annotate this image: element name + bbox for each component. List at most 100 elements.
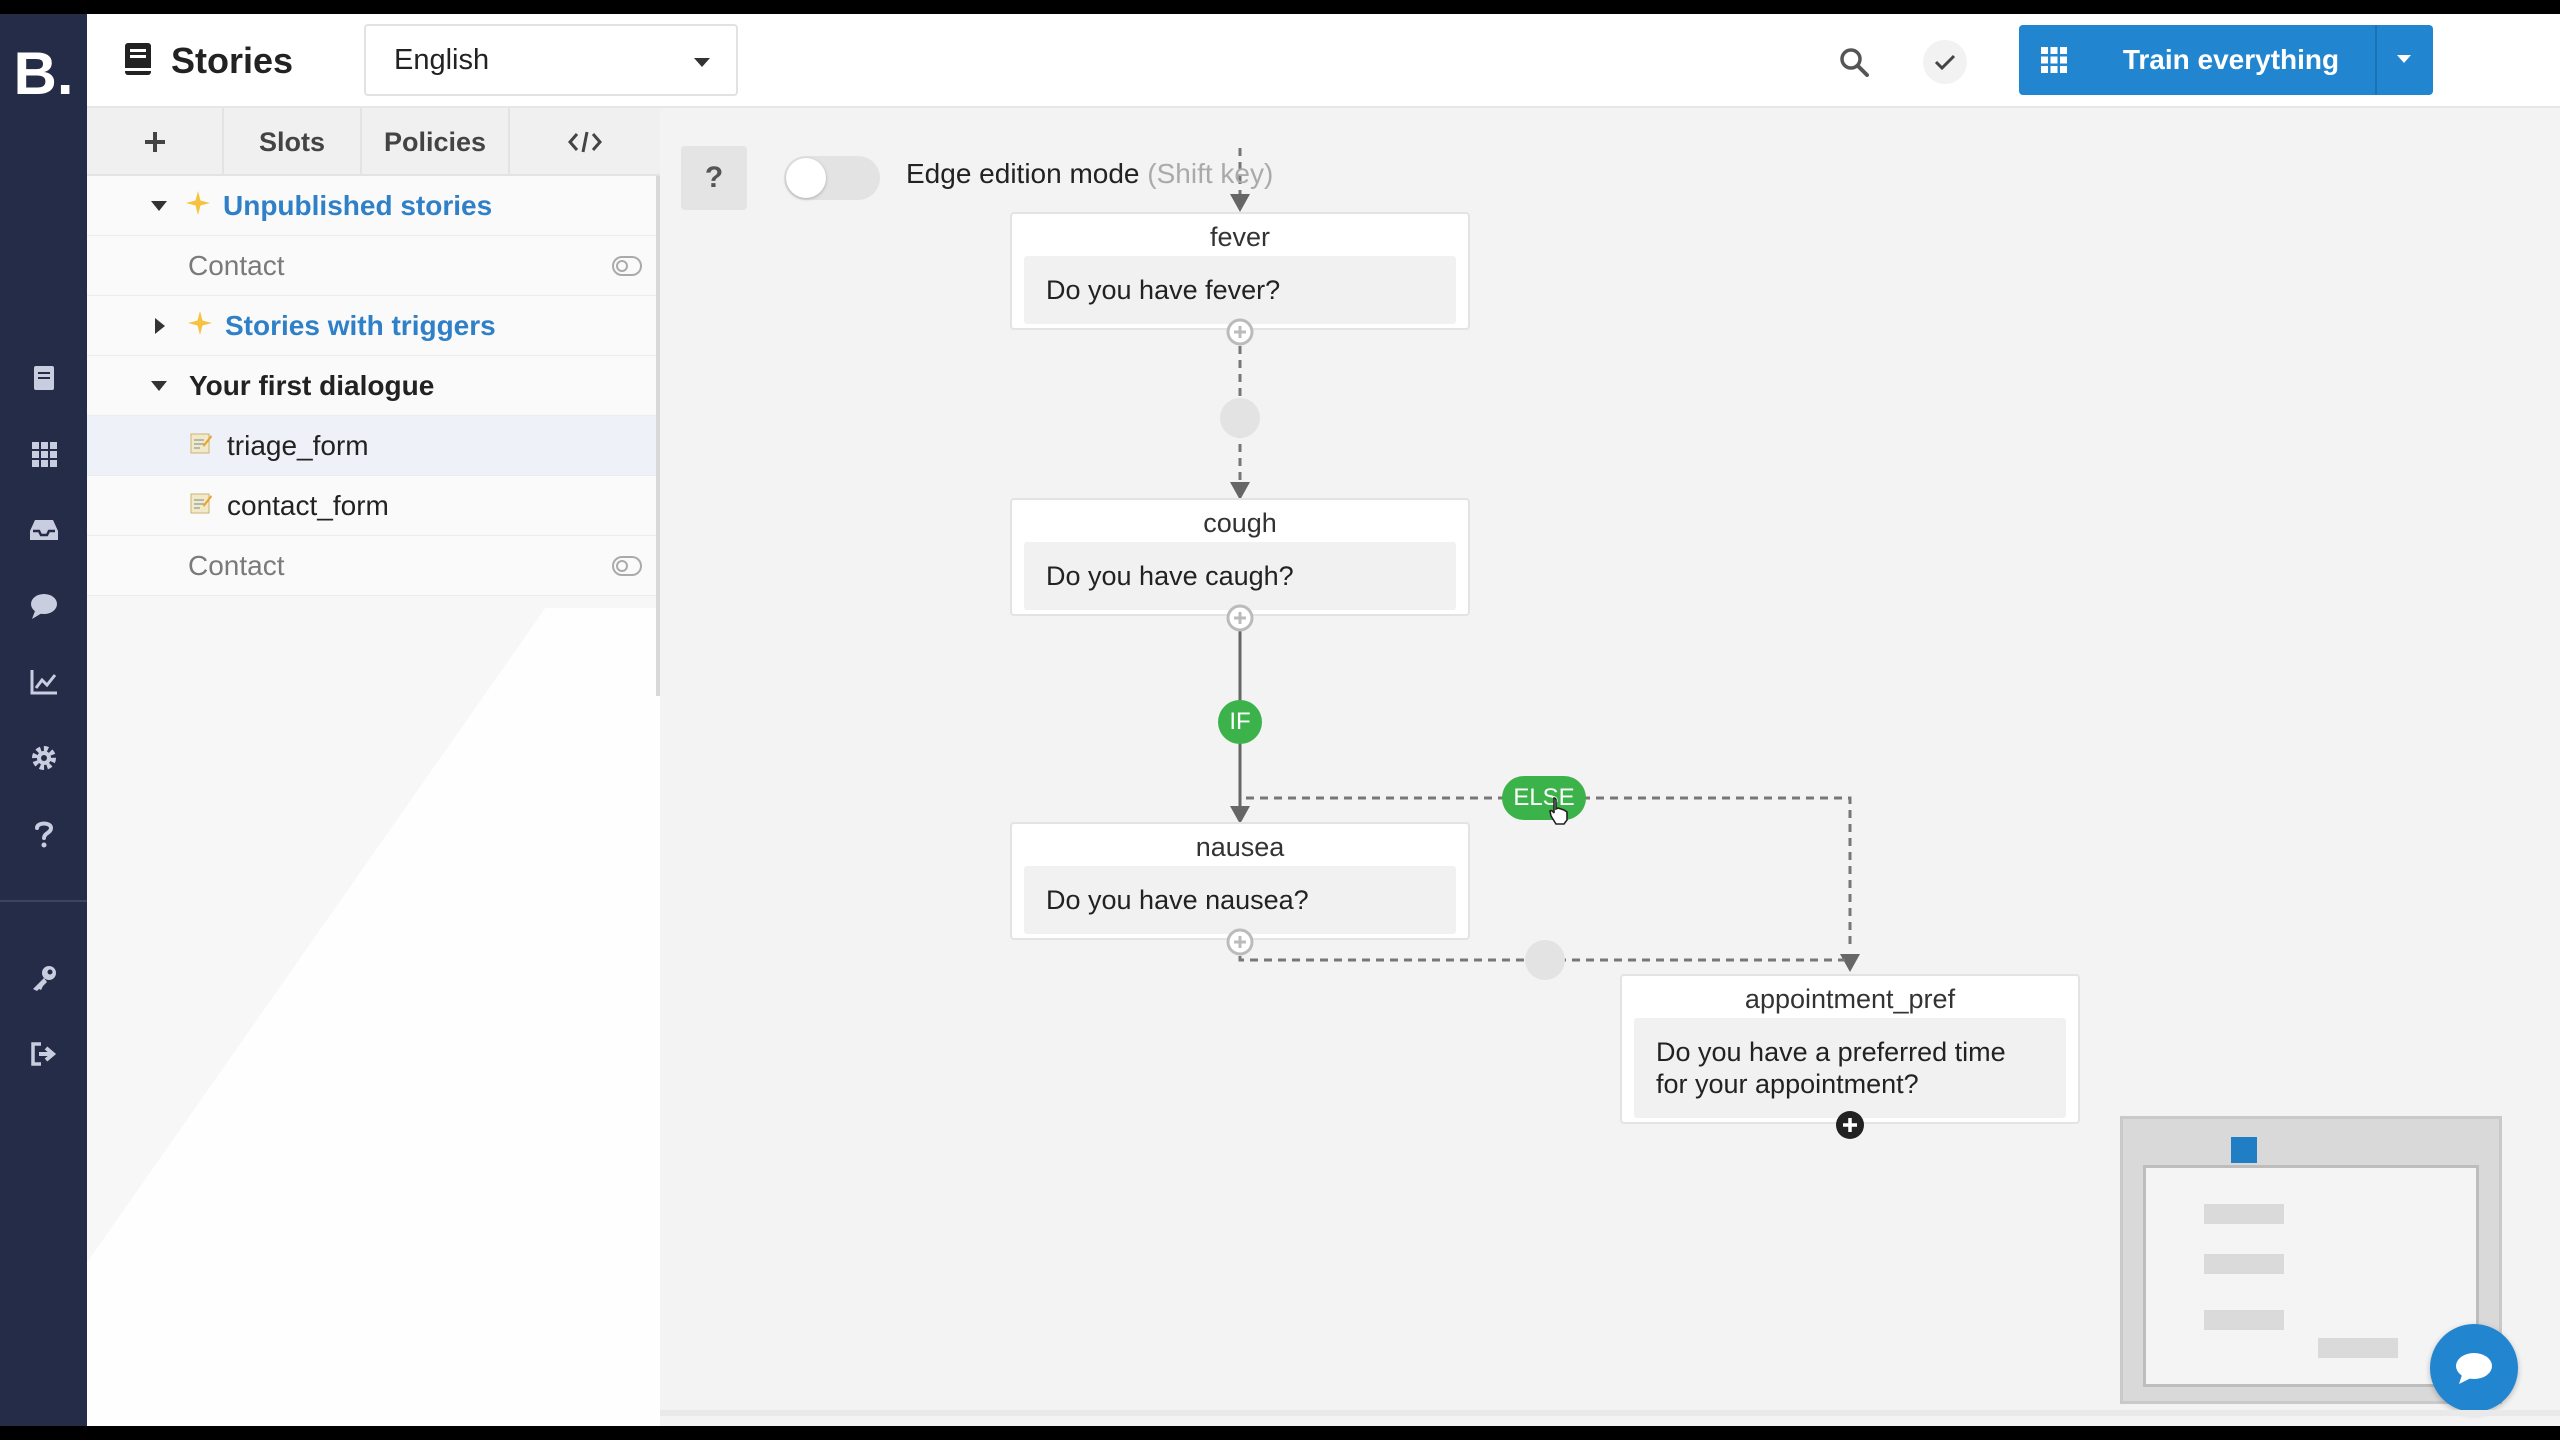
edge-else-appointment[interactable] — [1246, 796, 1852, 948]
node-nausea[interactable]: nausea Do you have nausea? — [1010, 822, 1470, 940]
node-title: nausea — [1195, 832, 1285, 862]
arrow-into-fever — [1230, 194, 1250, 212]
node-question[interactable]: Do you have nausea? — [1024, 866, 1456, 934]
sidebar-scrollbar[interactable] — [656, 176, 660, 696]
node-title: fever — [1209, 222, 1271, 252]
story-item-contact[interactable]: Contact — [87, 536, 660, 596]
minimap-node — [2204, 1204, 2284, 1224]
grid-icon[interactable] — [0, 428, 87, 480]
story-item-label: triage_form — [227, 429, 369, 461]
chat-icon[interactable] — [0, 580, 87, 632]
story-item-label: contact_form — [227, 489, 389, 521]
node-fever[interactable]: fever Do you have fever? — [1010, 212, 1470, 330]
language-select[interactable]: English — [364, 24, 738, 96]
edge-edition-text: Edge edition mode — [906, 158, 1140, 189]
check-icon — [1934, 54, 1956, 71]
minimap-node — [2204, 1254, 2284, 1274]
flow-canvas[interactable]: ? Edge edition mode (Shift key) fever Do… — [660, 108, 2560, 1426]
story-toggle-icon[interactable] — [612, 555, 642, 576]
train-label: Train everything — [2122, 44, 2340, 75]
validate-button[interactable] — [1923, 40, 1967, 84]
sparkle-icon — [185, 190, 211, 221]
story-item-contact-form[interactable]: contact_form — [87, 476, 660, 536]
botfront-logo[interactable]: B. — [13, 40, 74, 107]
story-group-label: Unpublished stories — [223, 189, 493, 221]
story-toggle-icon[interactable] — [612, 255, 642, 276]
top-bar: Stories English Train everything — [87, 14, 2560, 108]
add-node-icon[interactable] — [1226, 318, 1254, 346]
code-icon — [568, 131, 602, 153]
minimap-node — [2204, 1310, 2284, 1330]
train-everything-button[interactable]: Train everything — [2019, 25, 2433, 95]
add-node-icon[interactable] — [1226, 604, 1254, 632]
node-question[interactable]: Do you have fever? — [1024, 256, 1456, 324]
story-group-triggers[interactable]: Stories with triggers — [87, 296, 660, 356]
grid-icon — [2041, 47, 2067, 73]
chat-bubble-icon — [2456, 1353, 2492, 1384]
analytics-icon[interactable] — [0, 656, 87, 708]
toggle-knob — [786, 158, 826, 198]
caret-down-icon[interactable] — [151, 200, 167, 211]
tab-code[interactable] — [510, 108, 660, 176]
story-group-label: Your first dialogue — [189, 369, 435, 401]
edge-edition-toggle[interactable] — [784, 156, 880, 200]
edge-midpoint-fever-cough[interactable] — [1220, 398, 1260, 438]
edge-midpoint-nausea-appointment[interactable] — [1525, 940, 1565, 980]
story-item-triage-form[interactable]: triage_form — [87, 416, 660, 476]
train-dropdown-caret[interactable] — [2397, 55, 2411, 63]
arrow-into-cough — [1230, 482, 1250, 500]
story-group-first-dialogue[interactable]: Your first dialogue — [87, 356, 660, 416]
caret-right-icon[interactable] — [155, 317, 165, 334]
add-node-icon[interactable] — [1835, 1110, 1865, 1140]
minimap-current-node — [2231, 1137, 2257, 1163]
node-question[interactable]: Do you have caugh? — [1024, 542, 1456, 610]
search-icon — [1840, 48, 1869, 77]
condition-if-badge[interactable]: IF — [1218, 700, 1262, 744]
minimap-node — [2318, 1338, 2398, 1358]
canvas-minimap[interactable] — [2120, 1116, 2502, 1404]
node-title: appointment_pref — [1744, 984, 1956, 1014]
sidebar-tabs: Slots Policies — [87, 108, 660, 176]
left-rail: B. — [0, 14, 87, 1426]
app-window: B. — [0, 14, 2560, 1426]
story-item-label: Contact — [188, 549, 285, 581]
arrow-into-appointment — [1840, 954, 1860, 972]
search-button[interactable] — [1832, 40, 1876, 84]
node-cough[interactable]: cough Do you have caugh? — [1010, 498, 1470, 616]
memo-icon — [189, 431, 213, 460]
help-icon[interactable] — [0, 808, 87, 860]
stories-icon[interactable] — [0, 352, 87, 404]
inbox-icon[interactable] — [0, 504, 87, 556]
edge-edition-label: Edge edition mode (Shift key) — [906, 158, 1273, 190]
add-node-icon[interactable] — [1226, 928, 1254, 956]
plus-icon — [144, 132, 165, 152]
canvas-help-button[interactable]: ? — [681, 146, 747, 210]
stories-sidebar: Slots Policies Unpublished stories Conta… — [87, 108, 660, 1426]
node-title: cough — [1203, 508, 1277, 538]
train-divider — [2375, 25, 2377, 95]
chat-widget-button[interactable] — [2430, 1324, 2518, 1412]
story-group-label: Stories with triggers — [225, 309, 496, 341]
sparkle-icon — [187, 310, 213, 341]
condition-else-badge[interactable]: ELSE — [1502, 776, 1586, 820]
settings-icon[interactable] — [0, 732, 87, 784]
add-story-group-button[interactable] — [87, 108, 224, 176]
cursor-pointer-icon — [1548, 796, 1570, 826]
minimap-viewport[interactable] — [2143, 1165, 2479, 1387]
tab-slots[interactable]: Slots — [224, 108, 362, 176]
story-group-unpublished[interactable]: Unpublished stories — [87, 176, 660, 236]
node-appointment-pref[interactable]: appointment_pref Do you have a preferred… — [1620, 974, 2080, 1124]
canvas-scrollbar[interactable] — [660, 1410, 2560, 1416]
logout-icon[interactable] — [0, 1028, 87, 1080]
node-question[interactable]: Do you have a preferred time for your ap… — [1634, 1018, 2066, 1118]
language-value: English — [394, 43, 490, 76]
caret-down-icon[interactable] — [151, 380, 167, 391]
story-item-label: Contact — [188, 249, 285, 281]
story-item-contact-unpublished[interactable]: Contact — [87, 236, 660, 296]
memo-icon — [189, 491, 213, 520]
stories-book-icon — [123, 42, 153, 81]
tab-policies[interactable]: Policies — [362, 108, 510, 176]
rail-divider — [0, 900, 87, 902]
key-icon[interactable] — [0, 952, 87, 1004]
edge-edition-hint: (Shift key) — [1147, 158, 1274, 189]
